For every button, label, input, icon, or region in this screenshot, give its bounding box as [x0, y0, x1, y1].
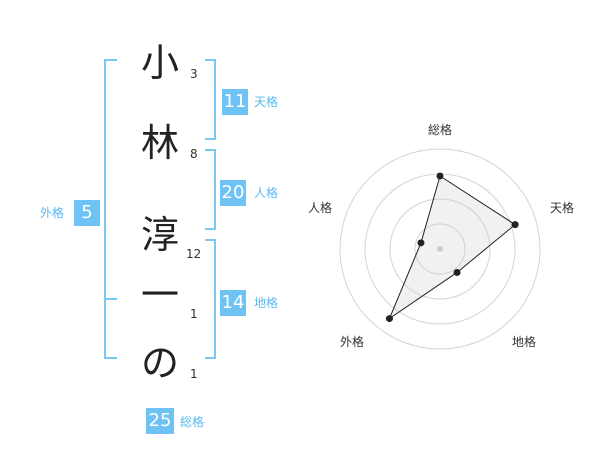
name-char-3: 淳 [140, 213, 179, 257]
radar-point-2 [453, 268, 461, 276]
radar-ring [389, 198, 491, 300]
radar-point-1 [511, 221, 519, 229]
gaikaku-label: 外格 [40, 206, 65, 220]
radar-point-3 [385, 315, 393, 323]
soukaku-value: 25 [146, 408, 174, 434]
tenkaku-label: 天格 [254, 95, 279, 109]
radar-axis-label-soukaku: 総格 [428, 123, 453, 137]
stroke-count-4: 1 [190, 307, 198, 321]
chikaku-value: 14 [220, 290, 246, 316]
radar-ring [339, 148, 541, 350]
jinkaku-value: 20 [220, 180, 246, 206]
name-char-5: の [140, 341, 179, 385]
tenkaku-value: 11 [222, 89, 248, 115]
radar-center-dot [437, 246, 443, 252]
radar-point-0 [436, 172, 444, 180]
radar-point-4 [417, 239, 425, 247]
chikaku-label: 地格 [254, 296, 279, 310]
radar-axis-label-chikaku: 地格 [512, 335, 537, 349]
radar-axis-label-jinkaku: 人格 [308, 201, 333, 215]
name-char-2: 林 [140, 121, 179, 165]
stroke-count-2: 8 [190, 147, 198, 161]
stroke-count-1: 3 [190, 67, 198, 81]
name-char-1: 小 [140, 41, 179, 85]
stroke-count-5: 1 [190, 367, 198, 381]
name-char-4: 一 [140, 273, 179, 317]
stroke-count-3: 12 [186, 247, 202, 261]
jinkaku-label: 人格 [254, 186, 279, 200]
gaikaku-value: 5 [74, 200, 100, 226]
radar-polygon [388, 175, 516, 320]
radar-axis-label-tenkaku: 天格 [550, 201, 575, 215]
soukaku-label: 総格 [180, 415, 205, 429]
radar-axis-label-gaikaku: 外格 [340, 335, 365, 349]
radar-ring [414, 223, 466, 275]
radar-points [385, 172, 519, 323]
